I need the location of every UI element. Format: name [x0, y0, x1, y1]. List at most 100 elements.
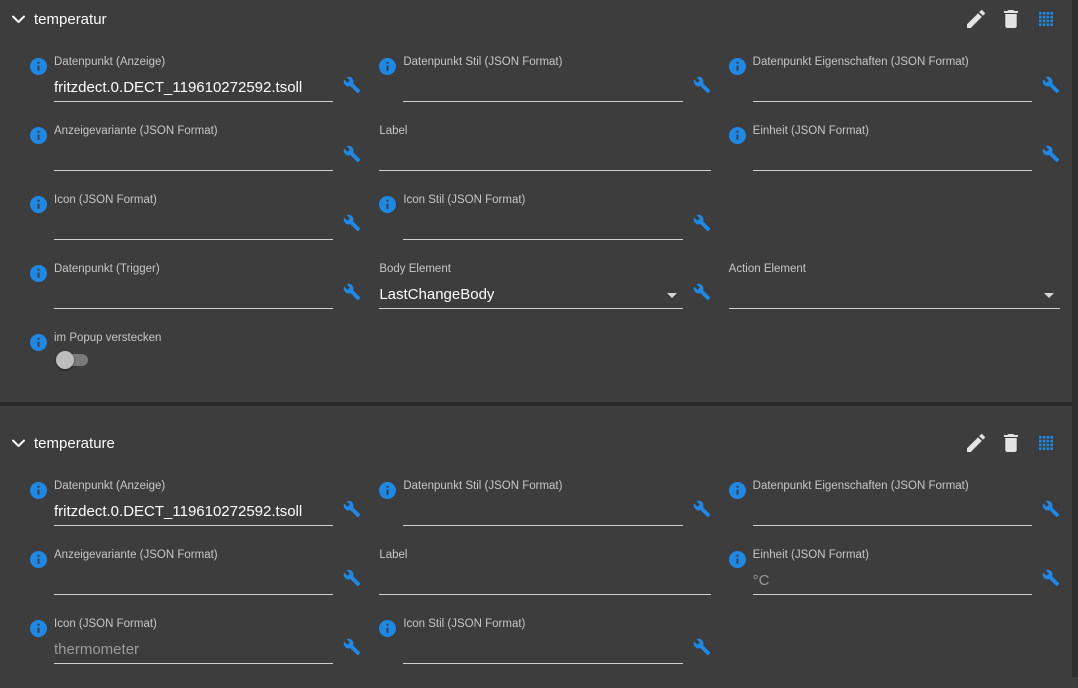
- field-label: Datenpunkt Stil (JSON Format): [403, 56, 563, 68]
- info-icon[interactable]: [30, 127, 47, 144]
- wrench-icon[interactable]: [693, 76, 711, 94]
- section-title: temperatur: [34, 10, 107, 28]
- fields-grid: Datenpunkt (Anzeige) fritzdect.0.DECT_11…: [0, 454, 1078, 664]
- field-label: Einheit (JSON Format): [752, 549, 869, 561]
- field-datenpunkt-anzeige: Datenpunkt (Anzeige) fritzdect.0.DECT_11…: [30, 480, 361, 526]
- field-label: im Popup verstecken: [54, 332, 162, 344]
- datenpunkt-anzeige-input[interactable]: fritzdect.0.DECT_119610272592.tsoll: [54, 498, 334, 526]
- label-input[interactable]: [379, 567, 711, 595]
- field-datenpunkt-stil: Datenpunkt Stil (JSON Format): [379, 56, 710, 102]
- field-label: Icon (JSON Format): [54, 618, 157, 630]
- field-anzeigevariante: Anzeigevariante (JSON Format): [30, 125, 361, 171]
- wrench-icon[interactable]: [693, 283, 711, 301]
- icon-input[interactable]: thermometer: [54, 636, 334, 664]
- info-icon[interactable]: [728, 127, 746, 144]
- field-datenpunkt-anzeige: Datenpunkt (Anzeige) fritzdect.0.DECT_11…: [30, 56, 361, 102]
- datenpunkt-stil-input[interactable]: [403, 498, 683, 526]
- field-label: Label: [379, 549, 408, 561]
- wrench-icon[interactable]: [693, 214, 711, 232]
- info-icon[interactable]: [728, 551, 746, 568]
- field-action-element: Action Element: [728, 263, 1060, 309]
- field-label: Label: [379, 125, 408, 137]
- pencil-icon[interactable]: [966, 9, 986, 29]
- einheit-input[interactable]: [752, 143, 1032, 171]
- info-icon[interactable]: [30, 482, 47, 499]
- trash-icon[interactable]: [1001, 433, 1021, 453]
- field-label: Datenpunkt Eigenschaften (JSON Format): [752, 480, 969, 492]
- info-icon[interactable]: [379, 482, 397, 499]
- icon-input[interactable]: [54, 212, 334, 240]
- field-icon-stil: Icon Stil (JSON Format): [379, 194, 710, 240]
- wrench-icon[interactable]: [343, 283, 361, 301]
- wrench-icon[interactable]: [1042, 500, 1060, 518]
- wrench-icon[interactable]: [1042, 569, 1060, 587]
- field-label: Icon Stil (JSON Format): [403, 618, 526, 630]
- info-icon[interactable]: [30, 196, 47, 213]
- field-label: Body Element: [379, 263, 451, 275]
- wrench-icon[interactable]: [343, 214, 361, 232]
- info-icon[interactable]: [379, 620, 397, 637]
- trash-icon[interactable]: [1001, 9, 1021, 29]
- wrench-icon[interactable]: [343, 569, 361, 587]
- action-element-select[interactable]: [728, 281, 1060, 309]
- section-header[interactable]: temperature: [0, 406, 1078, 454]
- wrench-icon[interactable]: [343, 500, 361, 518]
- toggle-knob: [56, 351, 74, 369]
- datenpunkt-eigenschaften-input[interactable]: [752, 498, 1032, 526]
- info-icon[interactable]: [30, 334, 47, 351]
- pencil-icon[interactable]: [966, 433, 986, 453]
- scrollbar[interactable]: [1072, 0, 1078, 677]
- einheit-input[interactable]: °C: [752, 567, 1032, 595]
- anzeigevariante-input[interactable]: [54, 143, 334, 171]
- wrench-icon[interactable]: [343, 76, 361, 94]
- wrench-icon[interactable]: [693, 500, 711, 518]
- field-label: Datenpunkt Eigenschaften (JSON Format): [752, 56, 969, 68]
- field-body-element: Body Element LastChangeBody: [379, 263, 710, 309]
- drag-grid-icon[interactable]: [1036, 9, 1056, 29]
- section-header[interactable]: temperatur: [0, 0, 1078, 30]
- info-icon[interactable]: [728, 58, 746, 75]
- field-label: Label: [379, 549, 711, 595]
- field-label: Icon Stil (JSON Format): [403, 194, 526, 206]
- datenpunkt-trigger-input[interactable]: [54, 281, 334, 309]
- datenpunkt-anzeige-input[interactable]: fritzdect.0.DECT_119610272592.tsoll: [54, 74, 334, 102]
- selected-value: LastChangeBody: [379, 286, 495, 303]
- datenpunkt-stil-input[interactable]: [403, 74, 683, 102]
- field-label: Icon (JSON Format): [54, 194, 157, 206]
- icon-stil-input[interactable]: [403, 636, 683, 664]
- field-einheit: Einheit (JSON Format) °C: [728, 549, 1060, 595]
- info-icon[interactable]: [30, 620, 47, 637]
- info-icon[interactable]: [728, 482, 746, 499]
- field-im-popup-verstecken: im Popup verstecken: [30, 332, 361, 378]
- field-label: Anzeigevariante (JSON Format): [54, 549, 218, 561]
- wrench-icon[interactable]: [1042, 145, 1060, 163]
- info-icon[interactable]: [379, 196, 397, 213]
- body-element-select[interactable]: LastChangeBody: [379, 281, 683, 309]
- group-section-temperatur: temperatur Datenpunkt (Anzeige) fritzdec…: [0, 0, 1078, 402]
- icon-stil-input[interactable]: [403, 212, 683, 240]
- field-label: Einheit (JSON Format): [752, 125, 869, 137]
- section-actions: [966, 9, 1056, 29]
- caret-down-icon: [666, 293, 677, 298]
- wrench-icon[interactable]: [343, 638, 361, 656]
- info-icon[interactable]: [30, 58, 47, 75]
- empty-cell: [729, 618, 1060, 664]
- info-icon[interactable]: [379, 58, 397, 75]
- info-icon[interactable]: [30, 551, 47, 568]
- chevron-down-icon[interactable]: [12, 436, 26, 450]
- wrench-icon[interactable]: [693, 638, 711, 656]
- im-popup-verstecken-toggle[interactable]: [56, 351, 90, 369]
- section-title: temperature: [34, 434, 115, 452]
- drag-grid-icon[interactable]: [1036, 433, 1056, 453]
- info-icon[interactable]: [30, 265, 47, 282]
- anzeigevariante-input[interactable]: [54, 567, 334, 595]
- caret-down-icon: [1044, 293, 1054, 298]
- datenpunkt-eigenschaften-input[interactable]: [752, 74, 1032, 102]
- chevron-down-icon[interactable]: [12, 12, 26, 26]
- fields-grid: Datenpunkt (Anzeige) fritzdect.0.DECT_11…: [0, 30, 1078, 378]
- label-input[interactable]: [379, 143, 711, 171]
- group-section-temperature: temperature Datenpunkt (Anzeige) fritzde…: [0, 406, 1078, 688]
- wrench-icon[interactable]: [343, 145, 361, 163]
- wrench-icon[interactable]: [1042, 76, 1060, 94]
